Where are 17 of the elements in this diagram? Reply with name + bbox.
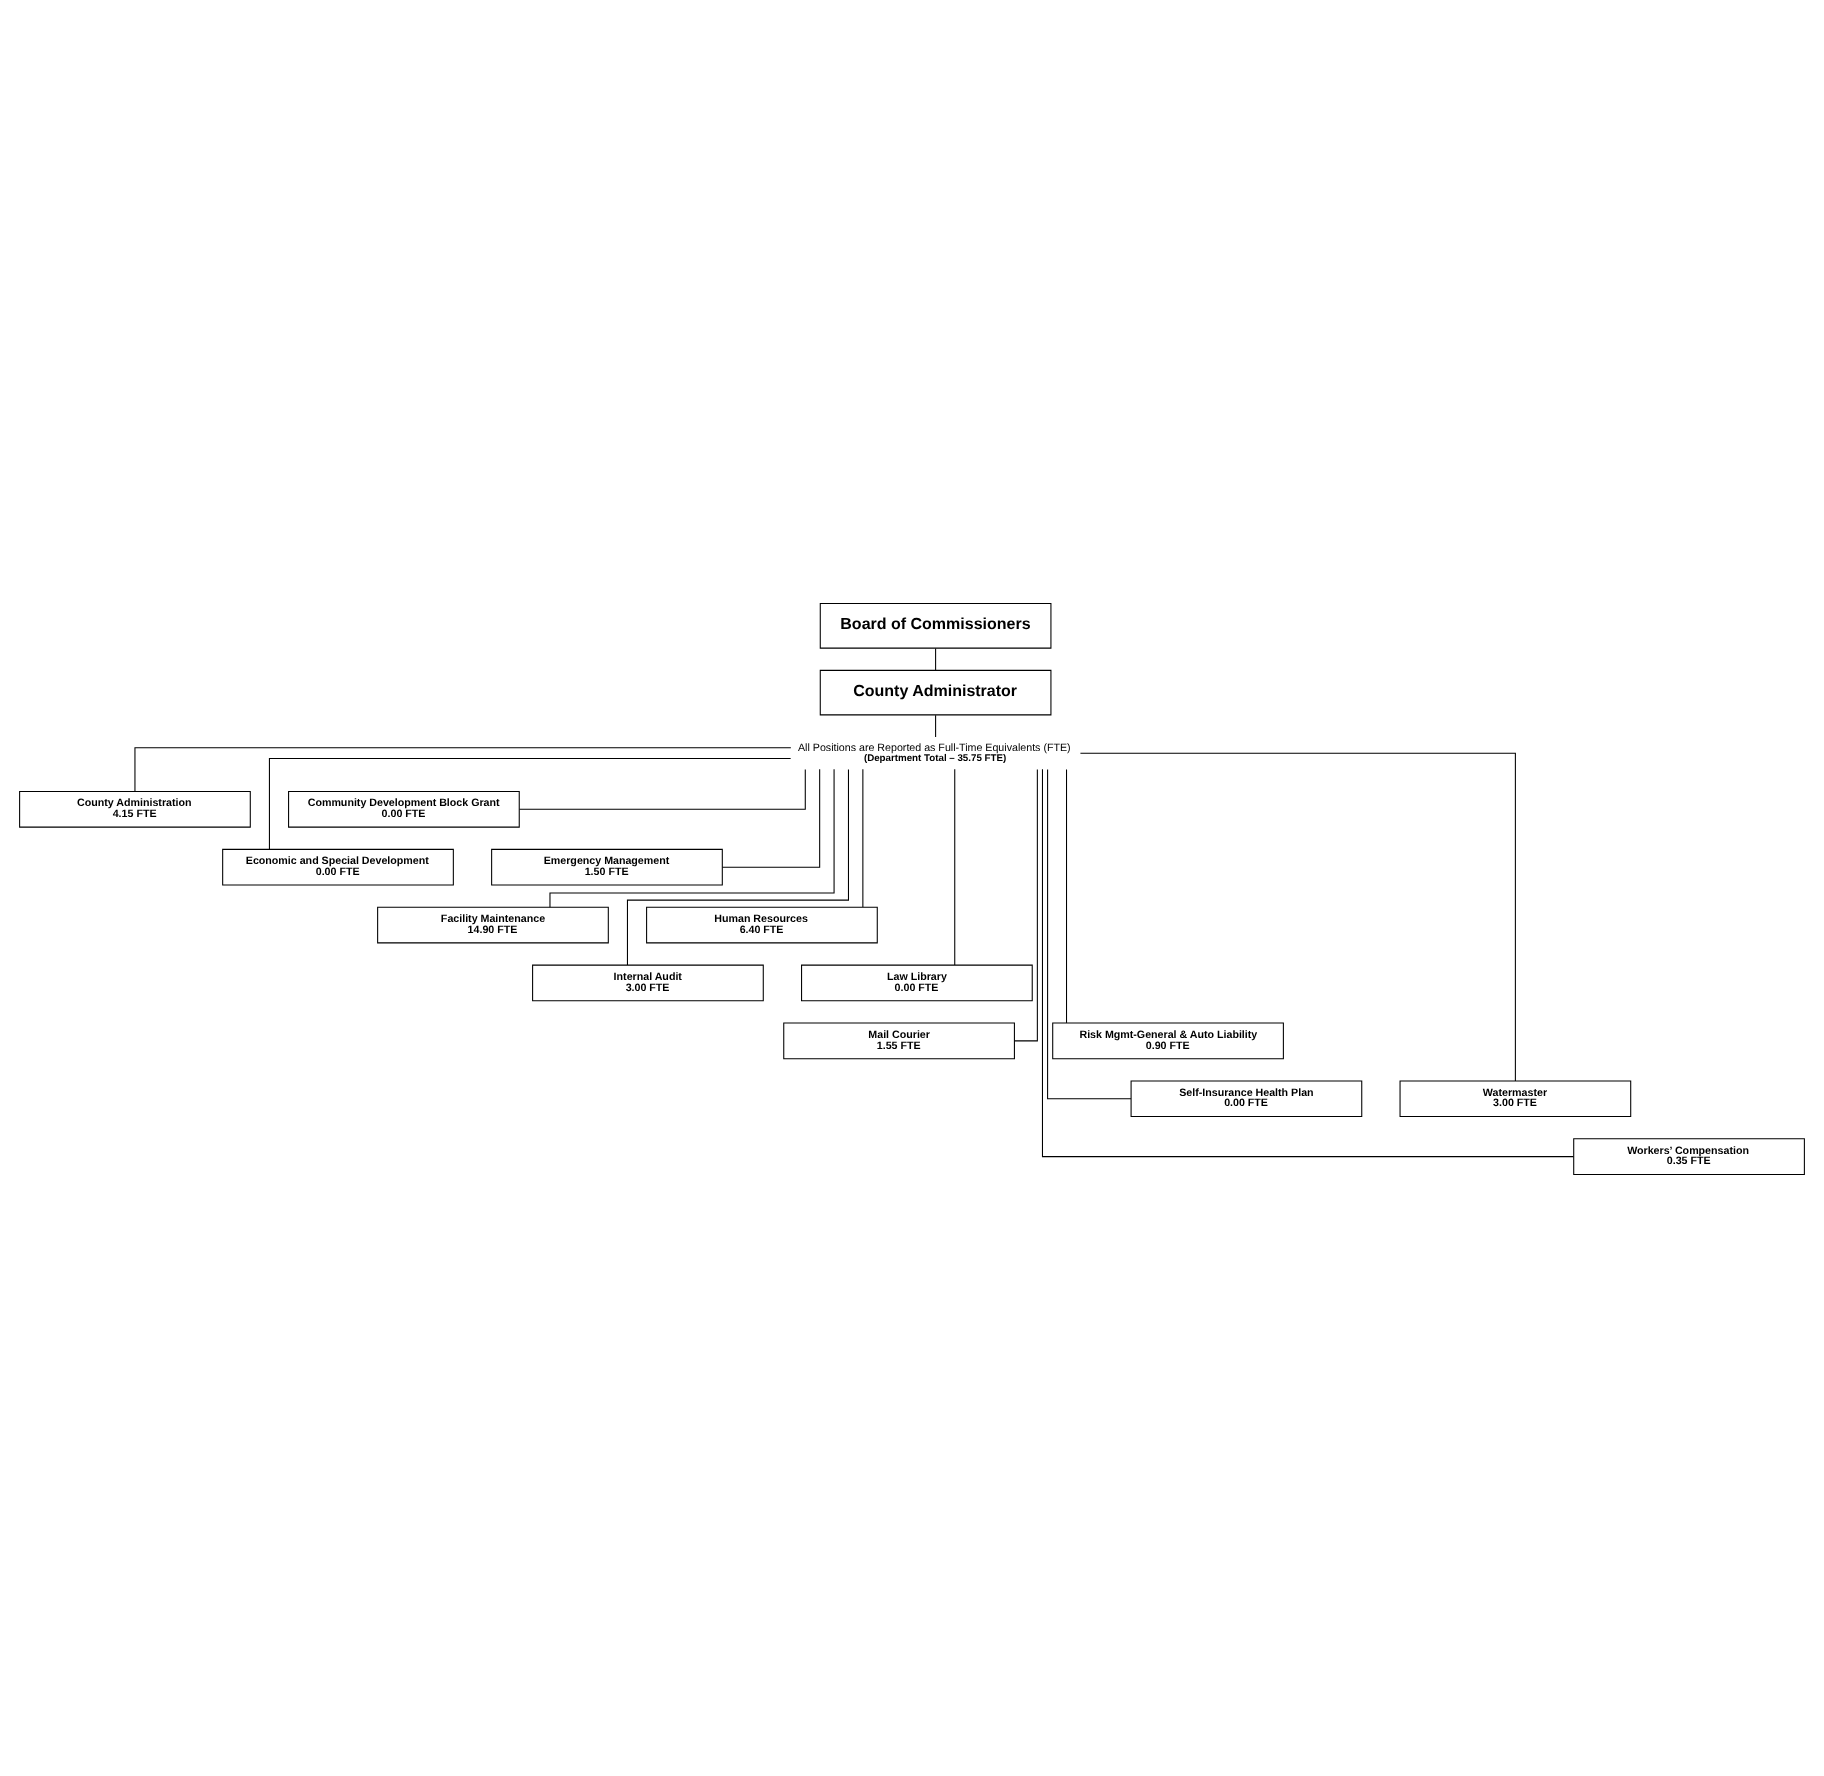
connector xyxy=(1041,767,1574,1157)
connector xyxy=(862,767,864,907)
connector xyxy=(549,767,835,907)
connector xyxy=(134,746,792,791)
connector xyxy=(1014,767,1038,1041)
connector xyxy=(1079,751,1516,1081)
connector xyxy=(518,767,806,809)
connector xyxy=(626,767,849,965)
connector xyxy=(954,767,956,965)
node-box: County Administrator xyxy=(819,668,1052,715)
connector xyxy=(935,646,937,670)
connector xyxy=(935,713,937,737)
connector xyxy=(721,767,821,867)
connector xyxy=(268,757,792,849)
node-box: Board of Commissioners xyxy=(819,602,1052,648)
connector xyxy=(1047,767,1132,1099)
connector xyxy=(1066,767,1068,1023)
